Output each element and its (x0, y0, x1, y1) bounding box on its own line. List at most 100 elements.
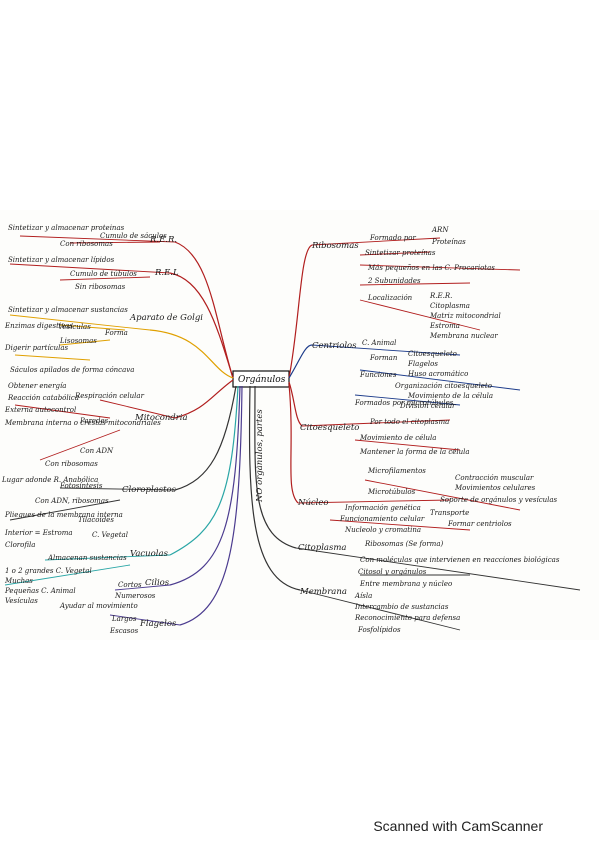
scanner-watermark: Scanned with CamScanner (373, 818, 543, 834)
node-mito8: Con ribosomas (45, 460, 98, 468)
node-cito5: Contracción muscular (455, 474, 534, 482)
node-cito[interactable]: Citoesqueleto (300, 423, 359, 433)
node-ribo3: Proteínas (431, 238, 466, 246)
node-golgi1: Sintetizar y almacenar sustancias (8, 306, 128, 314)
node-ribo9: Citoplasma (430, 302, 470, 310)
node-ribo6: 2 Subunidades (367, 277, 421, 285)
node-cent10: Formados por microtúbulos (354, 399, 454, 407)
node-vacu2: 1 o 2 grandes C. Vegetal (5, 567, 92, 575)
node-memb4: Fosfolípidos (357, 626, 401, 634)
node-ribo[interactable]: Ribosomas (311, 241, 359, 251)
node-ribo12: Membrana nuclear (429, 332, 498, 340)
node-cloro1: Fotosíntesis (59, 482, 103, 490)
node-cent1: C. Animal (362, 339, 396, 347)
node-memb3: Reconocimiento para defensa (354, 614, 460, 622)
node-cilios1: Cortos (118, 581, 142, 589)
node-rer[interactable]: R.E.R. (149, 235, 177, 245)
node-cito7: Microtúbulos (367, 488, 416, 496)
branch-rer (174, 241, 234, 379)
node-citop2: Citosol y orgánulos (358, 568, 427, 576)
node-mito4: Paredes (79, 417, 109, 425)
node-golgi5: Enzimas digestivas (4, 322, 73, 330)
node-mito5: Externa autocontrol (4, 406, 76, 414)
node-golgi2: Forma (104, 329, 128, 337)
center-node-box (232, 370, 290, 388)
node-ribo10: Matriz mitocondrial (429, 312, 501, 320)
node-vacu4: Pequeñas C. Animal (4, 587, 76, 595)
node-cloro3: Con ADN, ribosomas (35, 497, 109, 505)
node-vacu5: Vesículas (5, 597, 38, 605)
node-ribo5: Más pequeños en las C. Procariotas (367, 264, 495, 272)
branch-vacu (169, 385, 239, 556)
vertical-label: NO orgánulos, partes (254, 409, 265, 503)
node-cito8: Soporte de orgánulos y vesículas (440, 496, 558, 504)
node-flag[interactable]: Flagelos (139, 619, 177, 629)
node-ribo1: Formado por (369, 234, 416, 242)
node-citop3: Entre membrana y núcleo (359, 580, 452, 588)
branch-golgi (149, 329, 234, 379)
node-mito7: Con ADN (80, 447, 114, 455)
node-vacu1: Almacenan sustancias (47, 554, 127, 562)
node-cito1: Por todo el citoplasma (369, 418, 449, 426)
node-flag3: Escasos (109, 627, 139, 635)
node-cent9: División celular (399, 402, 456, 410)
node-rer1: Sintetizar y almacenar proteinas (8, 224, 125, 232)
node-cent4: Flagelos (407, 360, 438, 368)
node-cent8: Movimiento de la célula (407, 392, 493, 400)
node-mito3: Reacción catabólica (7, 394, 79, 402)
branch-cloro (174, 385, 237, 491)
node-citop1: Con moléculas que intervienen en reaccio… (360, 556, 560, 564)
node-cito3: Mantener la forma de la célula (359, 448, 470, 456)
node-memb[interactable]: Membrana (299, 587, 347, 597)
node-ribo7: Localización (367, 294, 413, 302)
node-ribo4: Sintetizar proteínas (365, 249, 436, 257)
node-rel3: Sin ribosomas (75, 283, 126, 291)
node-ribo2: ARN (431, 226, 449, 234)
node-mito[interactable]: Mitocondria (134, 413, 188, 423)
node-nucleo[interactable]: Núcleo (297, 497, 329, 508)
node-cent2: Forman (369, 354, 398, 362)
node-rel[interactable]: R.E.L (154, 268, 179, 278)
node-ribo8: R.E.R. (429, 292, 452, 300)
node-cent6: Funciones (359, 371, 397, 379)
node-vacu[interactable]: Vacuolas (130, 549, 169, 559)
branch-ribo (288, 244, 313, 379)
node-cloro2: Lugar adonde R. Anabólica (1, 476, 98, 484)
center-node[interactable]: Orgánulos (238, 374, 286, 385)
node-nucleo3: Nucleolo y cromatina (344, 526, 421, 534)
node-citop[interactable]: Citoplasma (298, 543, 346, 553)
node-memb1: Aísla (354, 592, 372, 600)
node-cito6: Movimientos celulares (454, 484, 536, 492)
node-cito9: Transporte (430, 509, 469, 517)
node-nucleo1: Información genética (344, 504, 421, 512)
node-cilios2: Numerosos (114, 592, 156, 600)
node-golgi6: Digerir partículas (4, 344, 69, 352)
node-cloro5: Pliegues de la membrana interna (4, 511, 123, 519)
node-cilios[interactable]: Cilios (145, 578, 170, 588)
node-golgi[interactable]: Aparato de Golgi (129, 313, 203, 323)
branch-memb (248, 385, 301, 591)
node-cloro4: Tilacoides (78, 516, 114, 524)
node-cito10: Formar centriolos (447, 520, 512, 528)
branch-rel (169, 272, 234, 379)
node-cito2: Movimiento de célula (359, 434, 436, 442)
branch-cilios (169, 385, 241, 586)
node-flag1: Ayudar al movimiento (59, 602, 138, 610)
node-cent7: Organización citoesqueleto (395, 382, 492, 390)
branch-flag (179, 385, 243, 626)
node-mito1: Obtener energía (8, 382, 66, 390)
node-cloro[interactable]: Cloroplastos (122, 485, 177, 495)
node-rer2: Cumulo de sáculos (100, 232, 167, 240)
node-golgi7: Sáculos apilados de forma cóncava (10, 366, 134, 374)
node-cent[interactable]: Centriolos (312, 341, 357, 351)
node-cito4: Microfilamentos (367, 467, 426, 475)
node-cent5: Huso acromático (407, 370, 468, 378)
node-golgi4: Lisosomas (59, 337, 97, 345)
node-nucleo2: Funcionamiento celular (339, 515, 425, 523)
paper-background (0, 210, 599, 640)
node-golgi3: Vesículas (58, 323, 91, 331)
node-vacu3: Muchas (4, 577, 33, 585)
node-rel1: Sintetizar y almacenar lípidos (8, 256, 115, 264)
node-nucleo4: Ribosomas (Se forma) (364, 540, 443, 548)
